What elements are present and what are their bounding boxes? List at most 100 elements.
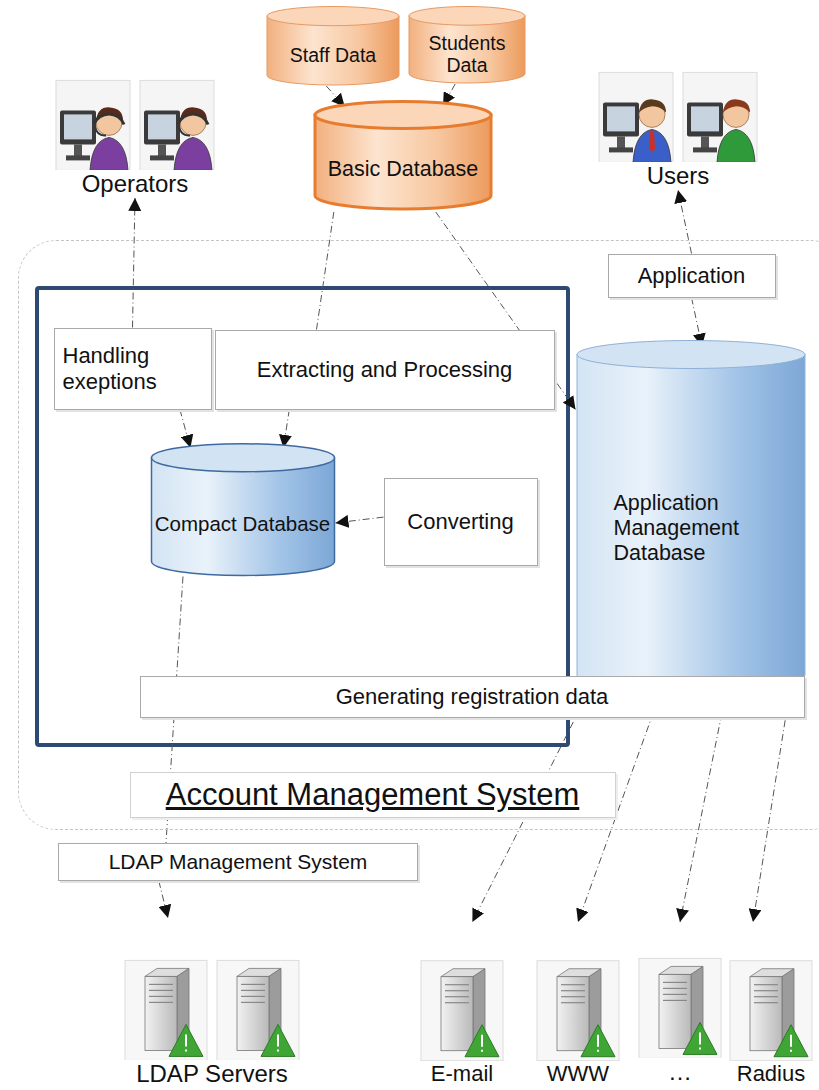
connector	[317, 212, 334, 330]
node-label: Handling exeptions	[63, 343, 203, 394]
node-label: E-mail	[431, 1061, 493, 1086]
icon-picture	[410, 928, 514, 1061]
server-group: LDAP Servers	[112, 918, 312, 1088]
server-slot	[561, 1002, 585, 1003]
node-label: Extracting and Processing	[257, 357, 513, 382]
process-box: LDAP Management System	[58, 843, 418, 881]
server-badge	[261, 1024, 295, 1056]
database-cylinder: Compact Database	[150, 443, 336, 577]
node-label: LDAP Management System	[109, 850, 368, 874]
server-node: …	[632, 922, 728, 1086]
cylinder-top	[267, 7, 399, 26]
node-label: Users	[647, 162, 710, 190]
cylinder-shape	[150, 443, 336, 577]
icon-frame	[421, 961, 503, 1061]
process-box: Handling exeptions	[54, 328, 212, 410]
server-badge-mark	[597, 1035, 599, 1052]
server-icon	[639, 958, 721, 1058]
server-slot	[663, 988, 687, 989]
server-slot	[663, 982, 687, 983]
monitor-stand	[617, 136, 625, 148]
server-badge-mark	[790, 1035, 792, 1052]
server-front	[557, 977, 589, 1051]
user-group: Users	[588, 36, 768, 190]
node-label: Compact Database	[155, 512, 330, 536]
connector	[326, 86, 344, 107]
monitor-base	[609, 147, 633, 152]
headset-mic	[179, 126, 190, 135]
monitor-stand	[158, 144, 166, 156]
connector	[692, 298, 703, 347]
server-node: E-mail	[410, 922, 514, 1086]
icon-frame	[217, 960, 299, 1060]
server-slot	[241, 984, 265, 985]
cylinder-shape	[312, 100, 494, 212]
connector	[159, 881, 168, 918]
server-slot	[445, 996, 469, 997]
node-label: Application Management Database	[614, 491, 806, 565]
server-slot	[754, 996, 778, 997]
node-label: …	[668, 1058, 692, 1086]
server-node: WWW	[528, 922, 628, 1086]
connector	[678, 190, 692, 254]
server-node: Radius	[726, 922, 816, 1086]
server-front	[145, 976, 177, 1050]
server-badge	[774, 1025, 808, 1057]
monitor-screen	[64, 114, 92, 139]
headset	[94, 114, 124, 124]
server-slot	[149, 984, 173, 985]
system-label-box: Account Management System	[130, 772, 616, 818]
cylinder-top	[151, 443, 334, 471]
server-badge-mark	[185, 1034, 187, 1051]
person-icon	[56, 80, 130, 170]
person-body	[174, 137, 212, 170]
process-box: Application	[608, 254, 776, 298]
server-slot	[561, 984, 585, 985]
node-label: Radius	[737, 1061, 805, 1086]
cylinder-top	[409, 7, 525, 26]
node-label: Account Management System	[166, 777, 580, 813]
cylinder-top	[315, 102, 491, 129]
monitor-screen	[607, 106, 635, 131]
monitor-base	[693, 147, 717, 152]
icon-picture	[112, 924, 312, 1060]
process-box: Extracting and Processing	[215, 330, 555, 410]
person-icon	[140, 80, 214, 170]
server-slot	[754, 1002, 778, 1003]
person-body	[633, 129, 671, 162]
person-tie	[649, 130, 655, 152]
server-icon	[125, 960, 207, 1060]
headset	[178, 114, 208, 124]
database-cylinder: Application Management Database	[576, 340, 806, 690]
node-label: Application	[638, 263, 746, 288]
data-cylinder: Students Data	[408, 6, 526, 84]
process-box: Converting	[384, 478, 538, 566]
server-slot	[149, 996, 173, 997]
monitor-screen	[148, 114, 176, 139]
node-label: Basic Database	[328, 157, 479, 182]
server-slot	[445, 984, 469, 985]
server-badge-mark	[277, 1034, 279, 1051]
icon-frame	[599, 72, 673, 162]
process-band: Generating registration data	[140, 676, 805, 718]
server-slot	[561, 990, 585, 991]
server-icon	[421, 961, 503, 1061]
person-icon	[683, 72, 757, 162]
icon-frame	[56, 80, 130, 170]
server-slot	[241, 1002, 265, 1003]
icon-frame	[639, 958, 721, 1058]
server-front	[659, 974, 691, 1048]
server-slot	[754, 984, 778, 985]
connector	[336, 517, 384, 523]
node-label: WWW	[547, 1061, 609, 1086]
connector	[283, 410, 289, 448]
monitor-stand	[74, 144, 82, 156]
server-front	[441, 977, 473, 1051]
server-slot	[149, 1002, 173, 1003]
server-slot	[241, 996, 265, 997]
icon-picture	[588, 42, 768, 162]
server-slot	[754, 990, 778, 991]
icon-picture	[528, 928, 628, 1061]
server-icon	[730, 961, 812, 1061]
